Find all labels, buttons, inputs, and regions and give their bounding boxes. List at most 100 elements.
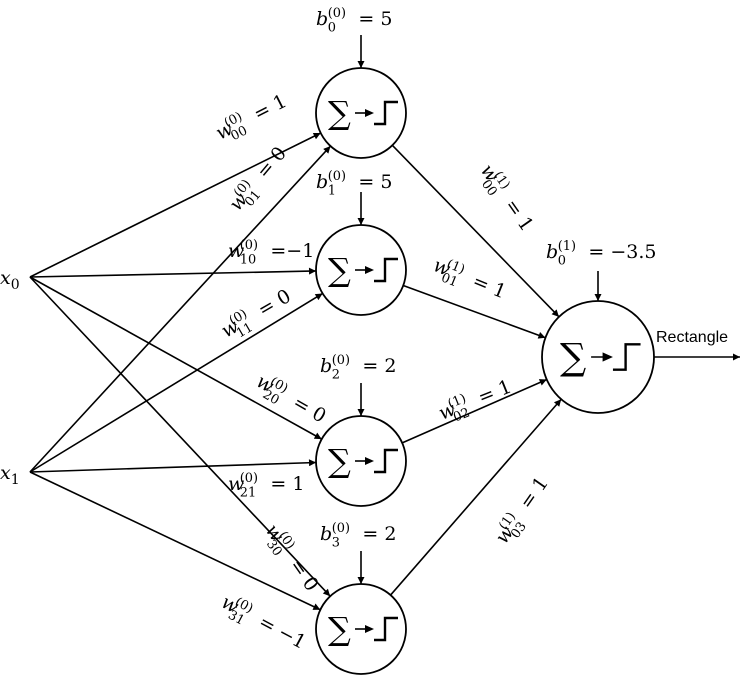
- neuron-h2: ∑: [315, 415, 407, 507]
- svg-text:= 0: = 0: [252, 143, 291, 183]
- edge-x1-h1: [29, 292, 324, 473]
- step-function-icon: [374, 100, 398, 126]
- svg-text:w: w: [228, 473, 244, 495]
- weight-label-x1-h3: w(0)31= −1: [218, 591, 310, 654]
- bias-label-h0: b(0)0 = 5: [316, 6, 392, 36]
- bias-label-h3: b(0)3 = 2: [320, 521, 396, 551]
- svg-text:= 1: = 1: [270, 473, 304, 495]
- svg-text:= 0: = 0: [289, 391, 329, 427]
- svg-text:1: 1: [328, 184, 336, 199]
- svg-text:= 5: = 5: [358, 171, 392, 193]
- svg-text:2: 2: [332, 368, 340, 383]
- weight-label-h3-o0: w(1)03= 1: [491, 473, 553, 548]
- svg-text:21: 21: [240, 486, 256, 501]
- edge-h2-o0: [401, 378, 548, 444]
- neuron-h3: ∑: [315, 583, 407, 675]
- svg-text:(0): (0): [240, 238, 258, 253]
- weight-label-h1-o0: w(1)01 = 1: [430, 254, 509, 303]
- edge-x0-h2: [29, 276, 323, 440]
- edge-x1-h3: [29, 471, 321, 611]
- step-function-icon: [374, 448, 398, 474]
- svg-text:w: w: [228, 240, 244, 262]
- svg-text:31: 31: [225, 608, 247, 629]
- weight-label-h2-o0: w(1)02= 1: [436, 376, 515, 426]
- svg-text:(0): (0): [240, 471, 258, 486]
- edge-h3-o0: [389, 398, 562, 596]
- svg-text:= −1: = −1: [255, 611, 309, 654]
- bias-label-h2: b(0)2 = 2: [320, 353, 396, 383]
- svg-text:= 0: = 0: [254, 285, 294, 321]
- svg-text:= 1: = 1: [250, 90, 290, 125]
- svg-text:= 1: = 1: [469, 270, 509, 303]
- svg-text:= 2: = 2: [362, 523, 396, 545]
- svg-text:w: w: [436, 398, 459, 424]
- weight-label-h0-o0: w(1)00= 1: [476, 160, 538, 236]
- output-label: Rectangle: [656, 329, 728, 346]
- svg-text:= 1: = 1: [515, 473, 553, 514]
- svg-text:b: b: [546, 241, 558, 263]
- svg-text:02: 02: [451, 405, 472, 425]
- svg-text:0: 0: [558, 254, 566, 269]
- sum-icon: ∑: [328, 251, 351, 289]
- svg-text:= −3.5: = −3.5: [588, 241, 656, 263]
- svg-text:= 0: = 0: [285, 555, 323, 596]
- weight-label-x0-h0: w(0)00= 1: [212, 90, 290, 144]
- svg-text:=−1: =−1: [270, 240, 314, 262]
- svg-text:10: 10: [240, 253, 256, 268]
- edge-x0-h3: [29, 276, 331, 597]
- svg-text:(1): (1): [558, 239, 576, 254]
- neuron-h0: ∑: [315, 67, 407, 159]
- svg-text:01: 01: [439, 270, 460, 290]
- neuron-o0: ∑: [541, 300, 655, 414]
- svg-text:(1): (1): [446, 391, 469, 412]
- svg-text:= 1: = 1: [500, 195, 538, 236]
- sum-icon: ∑: [328, 442, 351, 480]
- edge-h0-o0: [391, 144, 560, 318]
- svg-text:3: 3: [332, 536, 340, 551]
- step-function-icon: [374, 616, 398, 642]
- svg-text:(0): (0): [328, 169, 346, 184]
- svg-text:= 1: = 1: [475, 376, 515, 409]
- svg-text:= 2: = 2: [362, 355, 396, 377]
- svg-text:(0): (0): [328, 6, 346, 21]
- nodes-layer: ∑ ∑ ∑ ∑ ∑: [315, 67, 655, 675]
- neuron-h1: ∑: [315, 224, 407, 316]
- sum-icon: ∑: [328, 94, 351, 132]
- weight-label-x1-h2: w(0)21 = 1: [228, 471, 304, 501]
- edge-x0-h0: [29, 132, 322, 278]
- svg-text:11: 11: [234, 320, 256, 341]
- arrowhead-icon: [602, 352, 613, 362]
- weight-label-x1-h0: w(0)01= 0: [225, 143, 291, 216]
- svg-text:= 5: = 5: [358, 8, 392, 30]
- svg-text:b: b: [316, 8, 328, 30]
- weight-label-x0-h3: w(0)30= 0: [261, 520, 323, 596]
- edge-x1-h2: [29, 459, 317, 473]
- edge-x1-h0: [29, 145, 332, 473]
- svg-text:20: 20: [260, 387, 282, 408]
- svg-text:(0): (0): [222, 109, 245, 131]
- edges-layer: [29, 35, 740, 611]
- arrowhead-icon: [365, 109, 374, 117]
- arrowhead-icon: [365, 266, 374, 274]
- arrowhead-icon: [365, 457, 374, 465]
- step-function-icon: [374, 257, 398, 283]
- svg-text:w: w: [430, 254, 453, 280]
- weight-label-x0-h2: w(0)20= 0: [253, 370, 330, 427]
- input-label-x1: x1: [0, 462, 20, 488]
- svg-text:b: b: [320, 523, 332, 545]
- edge-h1-o0: [402, 284, 546, 339]
- svg-text:(0): (0): [332, 353, 350, 368]
- svg-text:(1): (1): [444, 257, 467, 278]
- bias-label-o0: b(1)0 = −3.5: [546, 239, 656, 269]
- svg-text:b: b: [316, 171, 328, 193]
- svg-text:(0): (0): [332, 521, 350, 536]
- svg-text:b: b: [320, 355, 332, 377]
- svg-text:0: 0: [328, 21, 336, 36]
- bias-label-h1: b(0)1 = 5: [316, 169, 392, 199]
- input-label-x0: x0: [0, 267, 20, 293]
- sum-icon: ∑: [328, 610, 351, 648]
- edge-x0-h1: [29, 267, 317, 278]
- sum-icon: ∑: [560, 336, 586, 379]
- step-function-icon: [612, 343, 641, 371]
